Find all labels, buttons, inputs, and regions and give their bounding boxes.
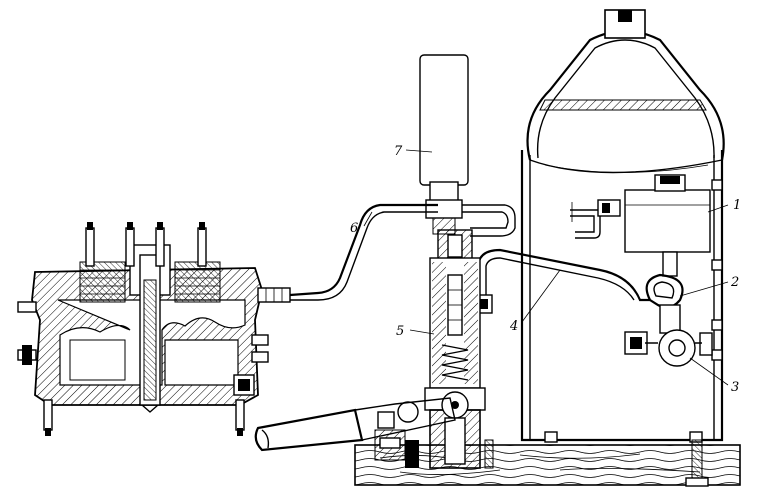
fuel-filter-housing <box>570 174 711 277</box>
supply-pipe <box>471 248 650 314</box>
fuel-tank-stand <box>520 9 725 487</box>
pump-lever-handle <box>254 397 456 452</box>
high-pressure-pipe <box>289 203 438 301</box>
callout-6: 6 <box>350 221 358 236</box>
callout-3: 3 <box>731 380 739 395</box>
pressure-gauge <box>419 54 469 235</box>
callout-7: 7 <box>394 144 403 159</box>
leader-lines <box>363 149 729 386</box>
callout-1: 1 <box>733 198 741 213</box>
wooden-base <box>354 444 741 486</box>
callout-5: 5 <box>396 324 404 339</box>
callout-2: 2 <box>730 275 739 290</box>
callout-4: 4 <box>509 319 518 334</box>
shutoff-valve <box>624 273 713 367</box>
hand-pump-body <box>374 204 516 469</box>
stud-bolts <box>43 222 245 436</box>
callout-labels: 1 2 3 4 5 6 7 <box>350 144 741 395</box>
cylinder-head-section <box>17 222 291 436</box>
